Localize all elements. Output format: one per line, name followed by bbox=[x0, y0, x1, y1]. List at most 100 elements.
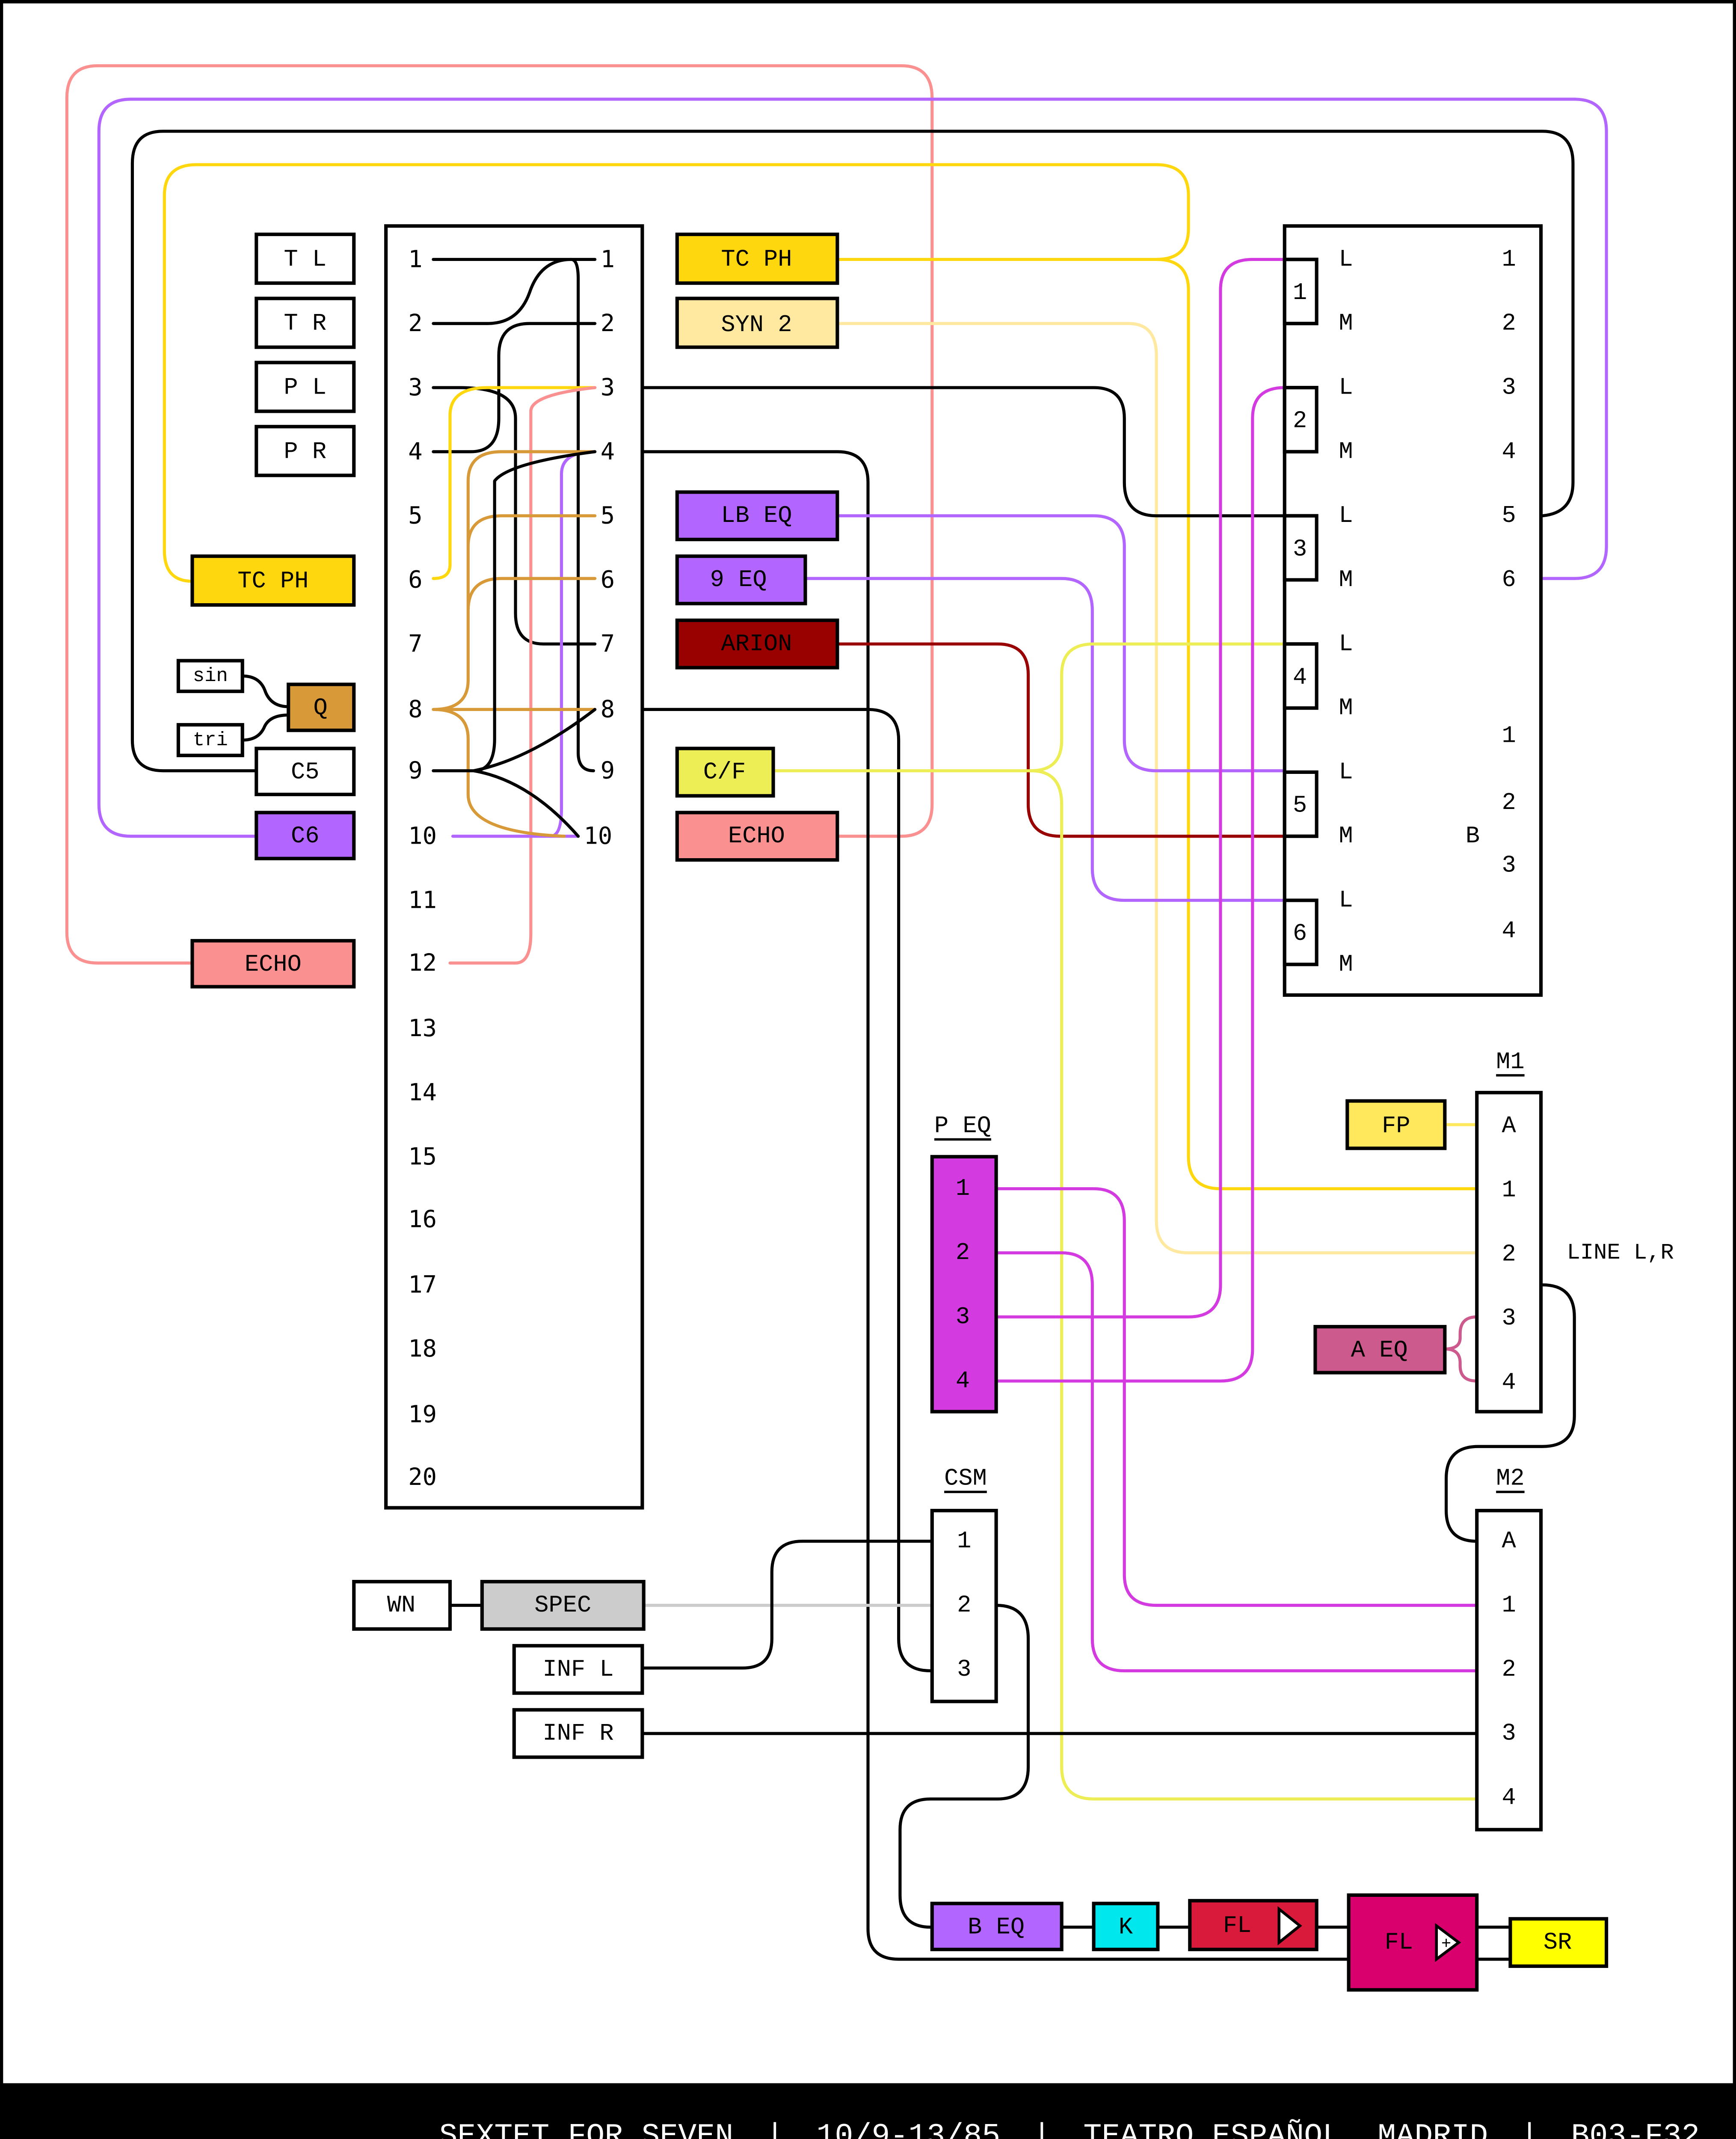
wire-pb3-mixer3 bbox=[640, 386, 1286, 518]
mixer-channel-3: 3 bbox=[1293, 536, 1307, 563]
mixer-channel-2: 2 bbox=[1293, 408, 1307, 435]
module-b-eq: B EQ bbox=[968, 1914, 1025, 1941]
csm-inputs: 123 bbox=[957, 1528, 971, 1683]
patchbay-right-10[interactable]: 10 bbox=[584, 823, 613, 850]
wire-tri-q bbox=[241, 713, 290, 742]
patchbay-left-15[interactable]: 15 bbox=[408, 1143, 437, 1170]
mixer-channel-box bbox=[1283, 258, 1318, 326]
mixer-row-label: M bbox=[1339, 951, 1353, 978]
patchbay-left-4[interactable]: 4 bbox=[408, 438, 422, 465]
footer-code: B03-F32 bbox=[1571, 2118, 1700, 2139]
mixer-row-label: M bbox=[1339, 438, 1353, 465]
patchbay-right-3[interactable]: 3 bbox=[601, 374, 615, 401]
footer-dates: 10/9-13/85 bbox=[816, 2118, 1000, 2139]
pb-8-orange bbox=[432, 450, 597, 838]
source-q: Q bbox=[313, 695, 327, 722]
patchbay-right-2[interactable]: 2 bbox=[601, 310, 615, 337]
patchbay-left-20[interactable]: 20 bbox=[408, 1464, 437, 1491]
patchbay-right-6[interactable]: 6 bbox=[601, 566, 615, 593]
wire-tcph-loop bbox=[163, 163, 1190, 583]
m2-input-1: 1 bbox=[1502, 1592, 1516, 1619]
module-lb-eq: LB EQ bbox=[721, 502, 792, 529]
patchbay-left-12[interactable]: 12 bbox=[408, 949, 437, 977]
mixer-row-label: L bbox=[1339, 887, 1353, 914]
csm-input-3: 3 bbox=[957, 1656, 971, 1683]
module-9-eq: 9 EQ bbox=[710, 566, 767, 593]
mixer-bus-out-2: 2 bbox=[1502, 789, 1516, 816]
patchbay-left-16[interactable]: 16 bbox=[408, 1206, 437, 1233]
source-c6: C6 bbox=[291, 823, 319, 850]
mixer-out-1: 1 bbox=[1502, 246, 1516, 273]
module-fp: FP bbox=[1382, 1113, 1410, 1140]
patchbay-left-13[interactable]: 13 bbox=[408, 1015, 437, 1042]
footer-caption: SEXTET FOR SEVEN | 10/9-13/85 | TEATRO E… bbox=[439, 2118, 1700, 2139]
wire-pb4-beq bbox=[640, 450, 1351, 1961]
mixer-bus-out-4: 4 bbox=[1502, 918, 1516, 945]
wire-peq2-m2-2 bbox=[995, 1251, 1478, 1673]
p-eq-frame bbox=[930, 1155, 998, 1413]
patchbay-left-10[interactable]: 10 bbox=[408, 823, 437, 850]
p-eq-channel-2: 2 bbox=[956, 1239, 970, 1266]
wire-cf-m2-4 bbox=[1029, 769, 1478, 1801]
mixer-row-label: L bbox=[1339, 631, 1353, 658]
footer-sep-3: | bbox=[1520, 2118, 1539, 2139]
patchbay-left-3[interactable]: 3 bbox=[408, 374, 422, 401]
mixer-channel-1: 1 bbox=[1293, 279, 1307, 306]
patchbay-right-5[interactable]: 5 bbox=[601, 502, 615, 530]
patchbay-left-5[interactable]: 5 bbox=[408, 502, 422, 530]
patchbay-left-7[interactable]: 7 bbox=[408, 630, 422, 658]
source-tri: tri bbox=[193, 729, 228, 751]
wire-csm2-beq bbox=[898, 1603, 1030, 1929]
wire-chain bbox=[1060, 1926, 1512, 1961]
mixer-channel-box bbox=[1283, 642, 1318, 710]
patchbay-right-8[interactable]: 8 bbox=[601, 696, 615, 723]
patchbay-left-6[interactable]: 6 bbox=[408, 566, 422, 593]
mixer-channel-box bbox=[1283, 770, 1318, 838]
patchbay-left-18[interactable]: 18 bbox=[408, 1335, 437, 1363]
csm-input-2: 2 bbox=[957, 1592, 971, 1619]
csm-title: CSM bbox=[944, 1465, 987, 1492]
module-arion: ARION bbox=[721, 631, 792, 658]
patchbay-right-1[interactable]: 1 bbox=[601, 246, 615, 273]
amp-triangle-icon bbox=[1277, 1906, 1302, 1946]
wire-arion-mixer5m bbox=[835, 642, 1286, 838]
patchbay-left-9[interactable]: 9 bbox=[408, 757, 422, 785]
wire-m1-m2a bbox=[1444, 1283, 1576, 1543]
footer-sep-2: | bbox=[1033, 2118, 1051, 2139]
source-inf-r: INF R bbox=[543, 1720, 614, 1747]
mixer-b-frame bbox=[1283, 224, 1543, 997]
patchbay-left-1[interactable]: 1 bbox=[408, 246, 422, 273]
patchbay-left-19[interactable]: 19 bbox=[408, 1401, 437, 1428]
patchbay-left-17[interactable]: 17 bbox=[408, 1271, 437, 1298]
wire-peq3-mixer1 bbox=[995, 258, 1286, 1318]
p-eq-channel-4: 4 bbox=[956, 1368, 970, 1395]
mixer-channel-6: 6 bbox=[1293, 920, 1307, 947]
footer-venue: TEATRO ESPAÑOL, MADRID bbox=[1083, 2118, 1488, 2139]
m1-input-2: 2 bbox=[1502, 1241, 1516, 1268]
module-syn2: SYN 2 bbox=[721, 311, 792, 338]
source-tc-ph: TC PH bbox=[237, 568, 308, 595]
mixer-channel-box bbox=[1283, 898, 1318, 966]
patchbay-left-11[interactable]: 11 bbox=[408, 887, 437, 914]
mixer-bus-out-3: 3 bbox=[1502, 852, 1516, 879]
mixer-row-label: M bbox=[1339, 566, 1353, 593]
source-c5: C5 bbox=[291, 758, 319, 785]
mixer-row-label: M bbox=[1339, 695, 1353, 722]
wire-c6-loop bbox=[97, 98, 1608, 838]
patchbay-right-7[interactable]: 7 bbox=[601, 630, 615, 658]
mixer-bus-out-1: 1 bbox=[1502, 723, 1516, 750]
source-tr: T R bbox=[284, 310, 326, 337]
patchbay-left-2[interactable]: 2 bbox=[408, 310, 422, 337]
patchbay-left-8[interactable]: 8 bbox=[408, 696, 422, 723]
patchbay-left-14[interactable]: 14 bbox=[408, 1079, 437, 1106]
patchbay-right-4[interactable]: 4 bbox=[601, 438, 615, 465]
amp-triangle-plus-icon bbox=[1435, 1923, 1461, 1962]
wires bbox=[65, 64, 1608, 1961]
mixer-out-5: 5 bbox=[1502, 502, 1516, 529]
patchbay-right-9[interactable]: 9 bbox=[601, 757, 615, 785]
patchbay-frame bbox=[384, 224, 644, 1510]
